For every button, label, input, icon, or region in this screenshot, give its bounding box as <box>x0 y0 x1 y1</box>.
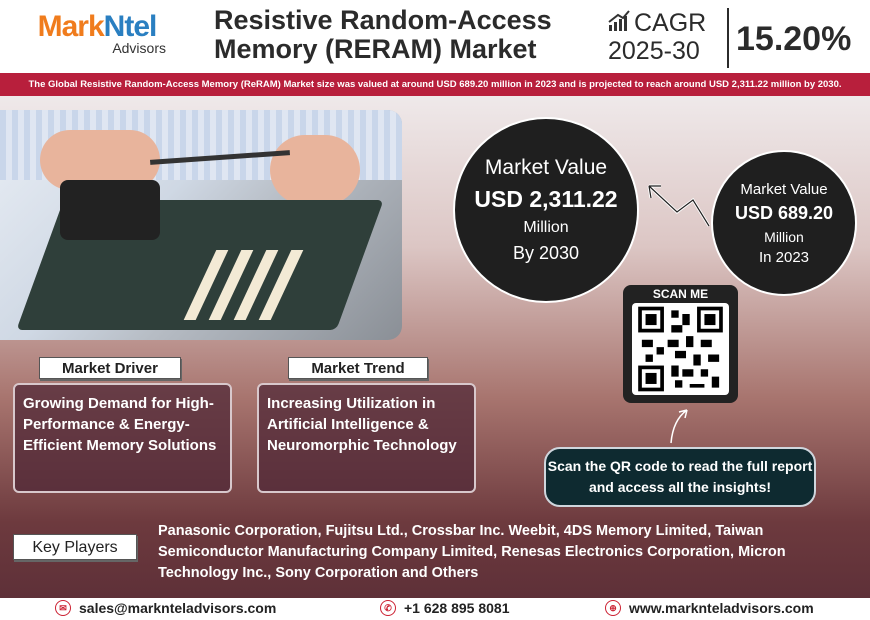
logo-subtext: Advisors <box>112 40 166 56</box>
logo-text-ntel: Ntel <box>103 10 158 43</box>
logo-text-mark: Mark <box>37 10 105 43</box>
phone-icon: ✆ <box>380 600 396 616</box>
footer-email[interactable]: ✉ sales@marknteladvisors.com <box>55 600 276 616</box>
cagr-text: CAGR <box>634 9 707 37</box>
market-driver-label: Market Driver <box>39 357 181 379</box>
key-players-label: Key Players <box>13 534 137 560</box>
forecast-year: By 2030 <box>512 243 580 263</box>
qr-code[interactable]: SCAN ME <box>623 285 738 403</box>
cagr-value: 15.20% <box>736 20 852 58</box>
market-driver-text: Growing Demand for High-Performance & En… <box>13 383 232 493</box>
footer-phone[interactable]: ✆ +1 628 895 8081 <box>380 600 510 616</box>
market-trend-label: Market Trend <box>288 357 428 379</box>
email-link[interactable]: sales@marknteladvisors.com <box>79 600 277 616</box>
forecast-label: Market Value <box>484 156 608 179</box>
forecast-value-circle: Market Value USD 2,311.22 Million By 203… <box>453 117 639 303</box>
header: MarkNtel Advisors Resistive Random-Acces… <box>0 0 870 72</box>
forecast-value: USD 2,311.22 <box>474 186 618 212</box>
motherboard-photo <box>0 110 402 340</box>
page-title: Resistive Random-Access Memory (RERAM) M… <box>214 6 552 64</box>
logo: MarkNtel Advisors <box>22 10 172 56</box>
website-link[interactable]: www.marknteladvisors.com <box>629 600 814 616</box>
growth-chart-icon <box>608 10 630 38</box>
footer-website[interactable]: ⊕ www.marknteladvisors.com <box>605 600 814 616</box>
cagr-period: 2025-30 <box>608 37 700 66</box>
email-icon: ✉ <box>55 600 71 616</box>
curved-arrow-icon <box>670 409 688 444</box>
title-line-2: Memory (RERAM) Market <box>214 34 537 64</box>
current-year: In 2023 <box>758 248 810 266</box>
forecast-unit: Million <box>523 219 569 236</box>
summary-banner: The Global Resistive Random-Access Memor… <box>0 73 870 96</box>
market-trend-text: Increasing Utilization in Artificial Int… <box>257 383 476 493</box>
current-unit: Million <box>764 228 804 245</box>
qr-label: SCAN ME <box>652 287 709 301</box>
divider <box>727 8 729 68</box>
scan-message: Scan the QR code to read the full report… <box>544 447 816 507</box>
current-value-circle: Market Value USD 689.20 Million In 2023 <box>711 150 857 296</box>
current-label: Market Value <box>740 180 828 198</box>
footer: ✉ sales@marknteladvisors.com ✆ +1 628 895 … <box>0 598 870 620</box>
growth-arrow-icon <box>647 184 711 227</box>
phone-link[interactable]: +1 628 895 8081 <box>404 600 510 616</box>
cagr-label: CAGR 2025-30 <box>608 10 706 65</box>
globe-icon: ⊕ <box>605 600 621 616</box>
title-line-1: Resistive Random-Access <box>214 5 552 35</box>
current-value: USD 689.20 <box>734 202 834 223</box>
qr-code-image <box>632 303 729 395</box>
key-players-list: Panasonic Corporation, Fujitsu Ltd., Cro… <box>158 523 786 581</box>
